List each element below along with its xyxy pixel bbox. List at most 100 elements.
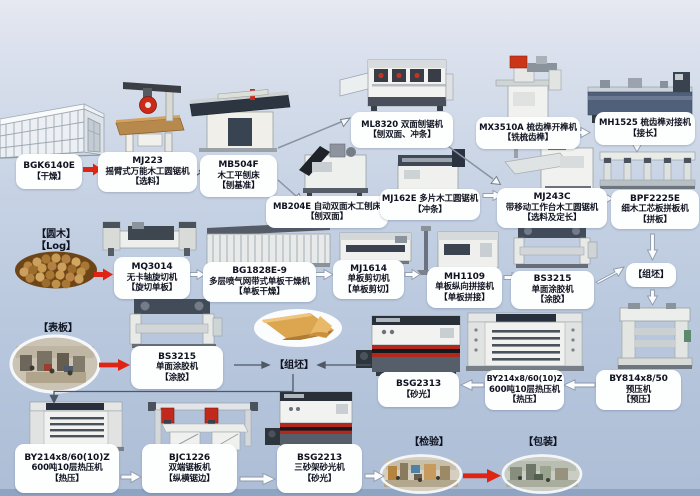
stage: 【冲条】 [413, 204, 447, 215]
model: MJ1614 [350, 263, 387, 274]
model: BY214x8/60(10)Z [24, 452, 110, 463]
node-label-bs3215-left[interactable]: BS3215 单面涂胶机 【涂胶】 [131, 346, 223, 389]
stage: 【涂胶】 [160, 372, 194, 383]
machine-name: 无卡轴旋切机 [126, 272, 178, 283]
stage: 【砂光】 [302, 473, 337, 484]
stage: 【单板剪切】 [343, 284, 394, 295]
node-label-mq3014[interactable]: MQ3014 无卡轴旋切机 【旋切单板】 [114, 257, 190, 299]
arrow-bsg2213-to-inspection [364, 469, 385, 483]
model: MH1109 [444, 271, 485, 282]
node-label-mj243c[interactable]: MJ243C 带移动工作台木工圆锯机 【选料及定长】 [497, 188, 607, 228]
node-label-mx3510a[interactable]: MX3510A 梳齿榫开榫机 【铣梳齿榫】 [476, 117, 580, 149]
mj223-illustration [115, 82, 185, 153]
machine-name: 摇臂式万能木工圆锯机 [105, 166, 190, 177]
model: BG1828E-9 [232, 266, 287, 277]
arrow-ml8320-to-mj243c [440, 140, 502, 186]
arrow-bpf-to-zupir [646, 233, 659, 262]
node-label-mj1614[interactable]: MJ1614 单板剪切机 【单板剪切】 [333, 260, 404, 299]
ml8320-illustration [339, 59, 454, 111]
node-label-mh1525[interactable]: MH1525 梳齿榫对接机 【接长】 [595, 112, 695, 145]
arrow-log-to-mq3014 [94, 268, 113, 281]
node-label-mj223[interactable]: MJ223 摇臂式万能木工圆锯机 【选料】 [98, 152, 197, 192]
stage: 【热压】 [50, 473, 84, 484]
machine-name: 双端锯板机 [168, 463, 211, 474]
node-label-mb504f[interactable]: MB504F 木工平刨床 【刨基准】 [200, 155, 277, 197]
arrow-bs3215l-to-zupil [234, 361, 271, 369]
stage: 【干燥】 [32, 171, 66, 182]
machine-name: 多层喷气网带式单板干燥机 [209, 276, 310, 287]
arrow-bgk-to-mj223 [83, 163, 102, 176]
node-label-assembly-right[interactable]: 【组坯】 [626, 263, 676, 287]
arrow-mj1614-to-mh1109 [404, 268, 421, 281]
model: BY814x8/50 [609, 374, 668, 385]
mh1525-illustration [587, 72, 693, 123]
arrow-mq3014-to-bg1828e9 [189, 268, 206, 281]
model: BPF2225E [629, 193, 680, 204]
by814-press-illustration [617, 303, 693, 369]
node-label-packing: 【包装】 [519, 436, 567, 450]
arrow-bs3215r-to-zupir [595, 266, 625, 285]
arrow-by814-to-by214r [562, 379, 596, 391]
packing-text: 【包装】 [523, 437, 563, 448]
machine-name: 600吨10层热压机 [488, 384, 561, 395]
arrow-bjc1226-to-bsg2213 [239, 472, 277, 486]
log-pile-photo [15, 251, 97, 289]
stage: 【单板干燥】 [234, 287, 285, 298]
mb504f-illustration [189, 89, 291, 152]
node-label-bjc1226[interactable]: BJC1226 双端锯板机 【纵横锯边】 [142, 444, 237, 493]
node-label-bpf2225e[interactable]: BPF2225E 细木工芯板拼板机 【拼板】 [611, 190, 699, 229]
machine-name: 木工平刨床 [217, 170, 260, 181]
log-cn: 【圆木】 [36, 229, 76, 240]
node-label-inspection: 【检验】 [405, 436, 453, 450]
model: MJ243C [533, 192, 571, 203]
model-and-name: MJ162E 多片木工圆锯机 [381, 194, 479, 204]
drying-kiln-illustration [0, 103, 105, 159]
stage: 【拼板】 [638, 214, 672, 225]
machine-name: 单板纵向拼接机 [435, 282, 494, 293]
inspection-text: 【检验】 [409, 437, 449, 448]
stage: 【组坯】 [633, 269, 669, 280]
white-arrows [120, 126, 659, 486]
model-and-name: MX3510A 梳齿榫开榫机 [479, 122, 577, 133]
model: BS3215 [158, 351, 196, 362]
model: BSG2213 [296, 452, 343, 463]
stage: 【预压】 [621, 395, 656, 406]
node-label-mb204e[interactable]: MB204E 自动双面木工刨床 【刨双面】 [266, 196, 388, 228]
arrow-by214b-to-bjc1226 [120, 470, 142, 484]
model-and-name: MB204E 自动双面木工刨床 [273, 201, 381, 212]
mq3014-illustration [102, 221, 197, 256]
arrow-mb504f-to-ml8320 [277, 117, 352, 149]
model: MB504F [218, 160, 259, 171]
bpf2225e-illustration [599, 151, 696, 189]
node-label-bg1828e9[interactable]: BG1828E-9 多层喷气网带式单板干燥机 【单板干燥】 [203, 262, 316, 302]
stage: 【热压】 [507, 395, 542, 406]
machine-name: 预压机 [625, 384, 652, 395]
node-label-bsg2213[interactable]: BSG2213 三砂架砂光机 【砂光】 [277, 444, 362, 493]
node-label-assembly-left: 【组坯】 [274, 358, 314, 373]
model: BSG2313 [395, 379, 442, 389]
model-and-name: ML8320 双面刨锯机 [361, 119, 443, 130]
model: MQ3014 [131, 262, 173, 273]
node-label-by214-bottom[interactable]: BY214x8/60(10)Z 600吨10层热压机 【热压】 [15, 444, 119, 493]
stage: 【涂胶】 [535, 295, 570, 306]
node-label-mj162e[interactable]: MJ162E 多片木工圆锯机 【冲条】 [380, 189, 480, 220]
node-label-bgk6140e[interactable]: BGK6140E 【干燥】 [16, 154, 82, 189]
node-label-mh1109[interactable]: MH1109 单板纵向拼接机 【单板拼接】 [427, 267, 502, 308]
connector-zupil-to-by214b [49, 374, 294, 404]
node-label-bsg2313[interactable]: BSG2313 【砂光】 [378, 372, 459, 407]
node-label-bs3215-right[interactable]: BS3215 单面涂胶机 【涂胶】 [511, 271, 594, 309]
machine-name: 600吨10层热压机 [31, 463, 103, 474]
model: BY214x8/60(10)Z [486, 374, 563, 384]
mj1614-illustration [339, 232, 412, 264]
node-label-by814[interactable]: BY814x8/50 预压机 【预压】 [596, 370, 681, 410]
machine-name: 三砂架砂光机 [294, 463, 345, 474]
node-label-by214-right[interactable]: BY214x8/60(10)Z 600吨10层热压机 【热压】 [485, 370, 564, 410]
bs3215-right-illustration [513, 225, 598, 268]
arrow-bsg2313-to-zupil [316, 361, 371, 369]
veneer-sheets-photo [254, 309, 342, 347]
node-label-ml8320[interactable]: ML8320 双面刨锯机 【刨双面、冲条】 [351, 112, 453, 148]
model: BS3215 [533, 274, 572, 285]
stage: 【铣梳齿榫】 [502, 133, 554, 143]
arrow-bg1828e9-to-mj1614 [313, 268, 334, 281]
stage: 【旋切单板】 [126, 283, 178, 294]
